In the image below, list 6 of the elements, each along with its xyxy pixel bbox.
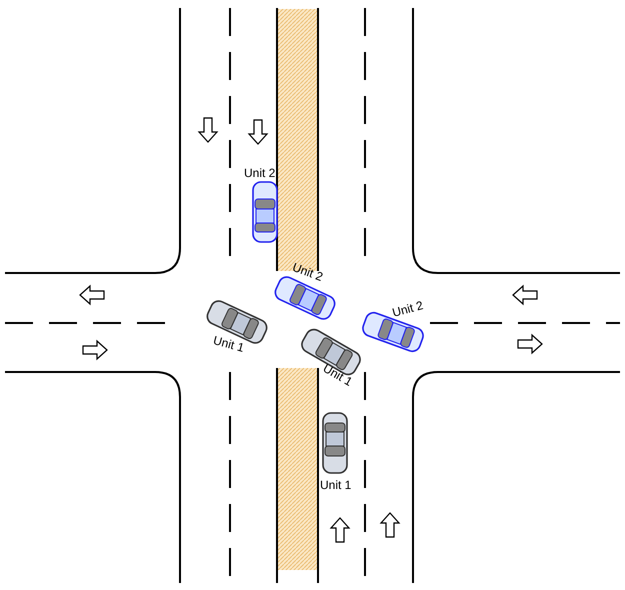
unit-label: Unit 1 bbox=[320, 361, 355, 389]
unit-label: Unit 2 bbox=[244, 166, 276, 180]
unit-label: Unit 1 bbox=[212, 333, 246, 355]
unit-label: Unit 2 bbox=[290, 260, 325, 284]
unit-label: Unit 2 bbox=[390, 298, 425, 320]
unit-label: Unit 1 bbox=[320, 478, 352, 492]
